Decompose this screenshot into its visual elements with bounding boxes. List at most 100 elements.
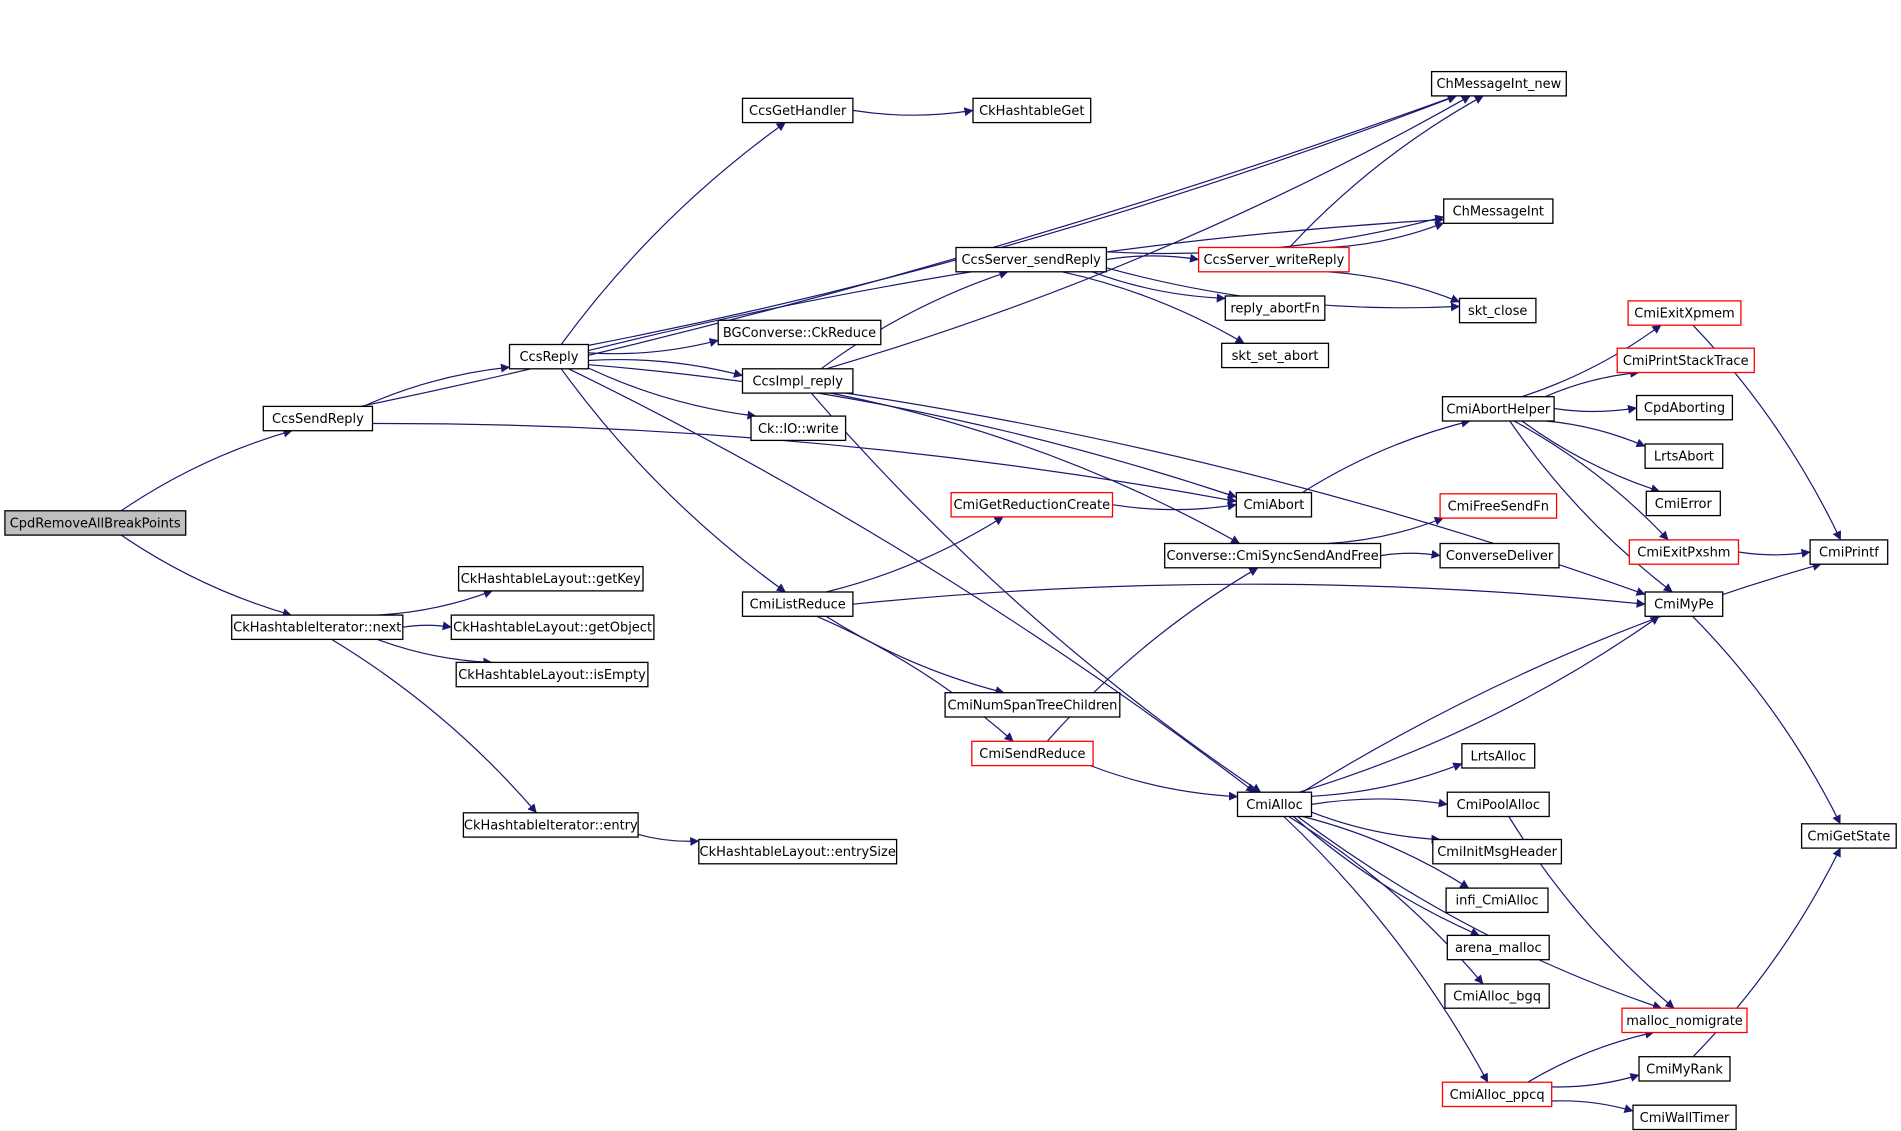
- node-chmsg[interactable]: ChMessageInt: [1443, 198, 1554, 224]
- node-label: skt_set_abort: [1232, 349, 1319, 364]
- node-cmiaborthelper[interactable]: CmiAbortHelper: [1441, 396, 1555, 422]
- node-box: [455, 661, 649, 688]
- node-label: CkHashtableLayout::isEmpty: [458, 668, 646, 683]
- node-ccsimplreply[interactable]: CcsImpl_reply: [741, 368, 854, 394]
- node-cmilistreduce[interactable]: CmiListReduce: [741, 591, 854, 617]
- node-label: CmiExitPxshm: [1637, 546, 1730, 561]
- edge-cmiallocppcq-to-mallocnomig: [1527, 1029, 1655, 1083]
- node-box: [1446, 934, 1550, 961]
- edge-cmiaborthelper-to-cmiexitxpmem: [1521, 324, 1662, 398]
- node-ccsreply[interactable]: CcsReply: [508, 343, 590, 370]
- edge-ccsreply-to-bgreduce: [588, 338, 719, 355]
- node-isempty[interactable]: CkHashtableLayout::isEmpty: [455, 661, 649, 688]
- node-ckiowrite[interactable]: Ck::IO::write: [750, 415, 847, 442]
- node-cmiabort[interactable]: CmiAbort: [1235, 491, 1313, 518]
- edge-cmilistreduce-to-cmigetredcreate: [826, 516, 1004, 593]
- node-cmifreesendfn[interactable]: CmiFreeSendFn: [1439, 493, 1558, 519]
- node-lrtsabort[interactable]: LrtsAbort: [1644, 443, 1724, 469]
- node-label: CmiError: [1655, 497, 1713, 512]
- node-box: [231, 614, 404, 641]
- node-cmiallocppcq[interactable]: CmiAlloc_ppcq: [1441, 1081, 1553, 1108]
- node-entrysize[interactable]: CkHashtableLayout::entrySize: [698, 838, 898, 865]
- edge-ckhashiternext-to-isempty: [377, 638, 493, 667]
- node-mallocnomig[interactable]: malloc_nomigrate: [1621, 1007, 1748, 1034]
- node-cmiprintf[interactable]: CmiPrintf: [1809, 539, 1889, 565]
- node-cmimype[interactable]: CmiMyPe: [1644, 591, 1724, 617]
- node-numspan[interactable]: CmiNumSpanTreeChildren: [944, 692, 1121, 718]
- node-box: [717, 319, 882, 346]
- edge-cmiallocppcq-to-cmiwalltimer: [1551, 1100, 1634, 1113]
- node-label: CpdAborting: [1644, 401, 1725, 416]
- node-cmipoolalloc[interactable]: CmiPoolAlloc: [1446, 791, 1550, 818]
- node-box: [1638, 1056, 1731, 1082]
- node-cmisendreduce[interactable]: CmiSendReduce: [971, 740, 1094, 767]
- node-ccsserversend[interactable]: CcsServer_sendReply: [955, 246, 1108, 273]
- node-getkey[interactable]: CkHashtableLayout::getKey: [457, 565, 644, 592]
- node-label: CcsServer_sendReply: [961, 253, 1101, 268]
- node-box: [741, 97, 854, 124]
- node-cmiallocbgq[interactable]: CmiAlloc_bgq: [1444, 983, 1550, 1009]
- node-label: CmiPrintf: [1819, 546, 1879, 561]
- node-label: CmiInitMsgHeader: [1437, 845, 1557, 860]
- node-box: [1432, 838, 1563, 865]
- node-lrtsalloc[interactable]: LrtsAlloc: [1461, 743, 1536, 769]
- node-cmimyrank[interactable]: CmiMyRank: [1638, 1056, 1731, 1082]
- edge-ccsreply-to-cmialloc: [568, 368, 1256, 793]
- node-label: CmiAlloc_ppcq: [1450, 1088, 1545, 1103]
- edge-root-to-ccssendreply: [120, 428, 293, 512]
- node-label: CmiWallTimer: [1640, 1111, 1730, 1126]
- edge-ccsimplreply-to-ccsserversend: [820, 270, 1009, 370]
- node-label: malloc_nomigrate: [1626, 1014, 1743, 1029]
- node-bgreduce[interactable]: BGConverse::CkReduce: [717, 319, 882, 346]
- node-cmierror[interactable]: CmiError: [1645, 490, 1721, 517]
- edge-cmialloc-to-cmiinitmsg: [1311, 811, 1441, 844]
- node-box: [1224, 295, 1326, 321]
- node-cmigetstate[interactable]: CmiGetState: [1800, 823, 1897, 849]
- node-conversedeliver[interactable]: ConverseDeliver: [1439, 542, 1560, 569]
- node-cmiprintstack[interactable]: CmiPrintStackTrace: [1616, 347, 1755, 374]
- node-label: CkHashtableGet: [979, 104, 1084, 119]
- node-label: CmiPrintStackTrace: [1623, 354, 1749, 369]
- node-cmialloc[interactable]: CmiAlloc: [1236, 791, 1313, 818]
- node-box: [1616, 347, 1755, 374]
- node-cmiexitpxshm[interactable]: CmiExitPxshm: [1628, 539, 1740, 565]
- edge-ccsserversend-to-ccsserverwrite: [1106, 253, 1200, 263]
- node-cmiwalltimer[interactable]: CmiWallTimer: [1632, 1104, 1737, 1131]
- node-ccsserverwrite[interactable]: CcsServer_writeReply: [1197, 246, 1350, 273]
- node-ckhashiternext[interactable]: CkHashtableIterator::next: [231, 614, 404, 641]
- node-ccsgethandler[interactable]: CcsGetHandler: [741, 97, 854, 124]
- node-label: CmiMyPe: [1654, 598, 1714, 613]
- node-label: CmiAbort: [1243, 498, 1304, 513]
- node-inficmialloc[interactable]: infi_CmiAlloc: [1445, 887, 1549, 914]
- node-box: [1439, 542, 1560, 569]
- node-ccssendreply[interactable]: CcsSendReply: [262, 405, 374, 432]
- node-box: [698, 838, 898, 865]
- node-label: CmiAlloc: [1246, 798, 1303, 813]
- node-getobject[interactable]: CkHashtableLayout::getObject: [450, 614, 655, 641]
- node-ckhashget[interactable]: CkHashtableGet: [972, 97, 1092, 124]
- node-label: CkHashtableLayout::entrySize: [700, 845, 896, 860]
- node-iterentry[interactable]: CkHashtableIterator::entry: [462, 812, 639, 838]
- node-box: [1443, 198, 1554, 224]
- node-label: ChMessageInt_new: [1436, 77, 1561, 92]
- node-sktsetabort[interactable]: skt_set_abort: [1221, 342, 1330, 369]
- node-cmigetredcreate[interactable]: CmiGetReductionCreate: [950, 491, 1114, 518]
- node-box: [262, 405, 374, 432]
- node-chmsgnew[interactable]: ChMessageInt_new: [1430, 70, 1567, 97]
- node-replyabort[interactable]: reply_abortFn: [1224, 295, 1326, 321]
- node-sktclose[interactable]: skt_close: [1458, 297, 1537, 324]
- node-label: CmiMyRank: [1646, 1062, 1723, 1077]
- node-syncsend[interactable]: Converse::CmiSyncSendAndFree: [1164, 542, 1382, 569]
- node-cpdaborting[interactable]: CpdAborting: [1635, 394, 1734, 421]
- node-root[interactable]: CpdRemoveAllBreakPoints: [4, 510, 187, 536]
- node-arenamalloc[interactable]: arena_malloc: [1446, 934, 1550, 961]
- node-box: [1236, 791, 1313, 818]
- node-cmiinitmsg[interactable]: CmiInitMsgHeader: [1432, 838, 1563, 865]
- edge-cmialloc-to-cmiallocppcq: [1283, 816, 1489, 1083]
- node-cmiexitxpmem[interactable]: CmiExitXpmem: [1627, 300, 1742, 326]
- edge-ccsreply-to-ccsgethandler: [560, 122, 786, 345]
- edge-ccssendreply-to-ccsreply: [362, 363, 510, 407]
- node-label: Ck::IO::write: [758, 422, 839, 437]
- edge-ccsreply-to-ckiowrite: [588, 367, 757, 420]
